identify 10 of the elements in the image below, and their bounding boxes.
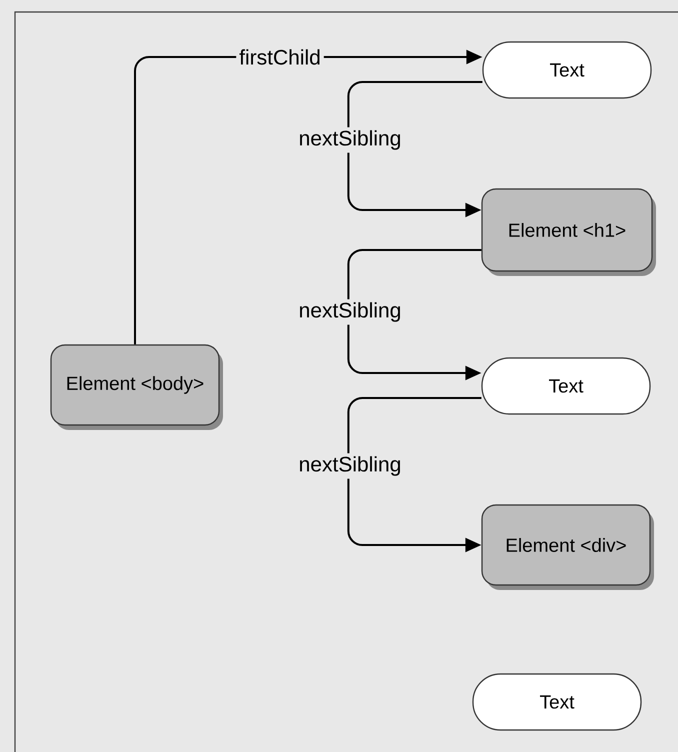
edge-label: nextSibling: [296, 299, 404, 325]
element-box: Element <div>: [481, 504, 654, 590]
edge-label: nextSibling: [296, 453, 404, 479]
text-node-pill: Text: [472, 673, 642, 731]
element-box: Element <body>: [50, 344, 223, 430]
edge-label: firstChild: [236, 46, 324, 68]
element-box: Element <h1>: [481, 188, 656, 276]
text-node-pill: Text: [481, 357, 651, 415]
edge-label: nextSibling: [296, 127, 404, 153]
text-node-pill: Text: [482, 41, 652, 99]
